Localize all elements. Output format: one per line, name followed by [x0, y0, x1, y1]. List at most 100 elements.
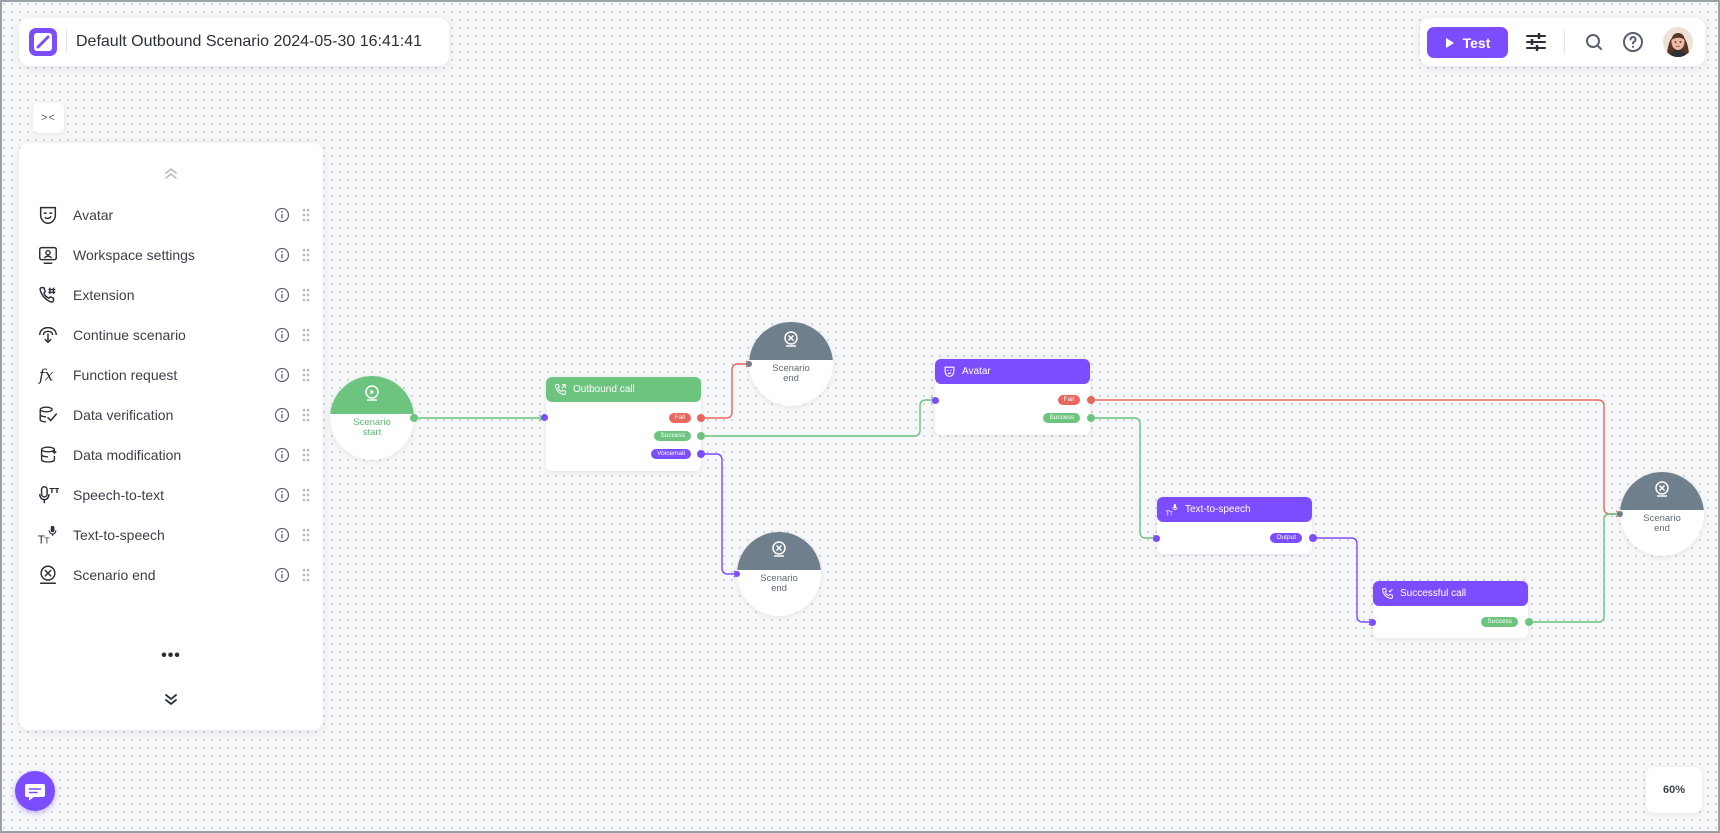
port-voicemail[interactable]: Voicemail: [651, 449, 691, 459]
port-success[interactable]: Success: [1043, 413, 1080, 423]
info-icon[interactable]: [274, 407, 290, 423]
help-icon[interactable]: [1621, 30, 1645, 54]
input-port-dot[interactable]: [746, 361, 752, 367]
more-components-button[interactable]: •••: [161, 647, 181, 664]
svg-text:T: T: [43, 535, 50, 545]
output-port-dot[interactable]: [1525, 618, 1533, 626]
output-port-dot[interactable]: [1087, 414, 1095, 422]
output-port-dot[interactable]: [1087, 396, 1095, 404]
sidebar-item-label: Avatar: [73, 207, 114, 223]
test-button[interactable]: Test: [1427, 27, 1508, 58]
port-success[interactable]: Success: [1481, 617, 1518, 627]
user-avatar[interactable]: [1663, 27, 1693, 57]
info-icon[interactable]: [274, 247, 290, 263]
node-header: Avatar: [935, 359, 1090, 384]
edge-success-to-avatar[interactable]: [701, 399, 934, 437]
node-header: [749, 322, 833, 360]
edge-fail-to-end-top[interactable]: [701, 363, 749, 419]
app-logo-icon[interactable]: [29, 28, 57, 56]
info-icon[interactable]: [274, 327, 290, 343]
info-icon[interactable]: [274, 207, 290, 223]
node-title: Avatar: [962, 366, 991, 377]
sidebar-item-avatar[interactable]: Avatar: [33, 199, 313, 231]
scenario-end-icon: [39, 565, 57, 584]
info-icon[interactable]: [274, 447, 290, 463]
output-port-dot[interactable]: [697, 414, 705, 422]
zoom-level[interactable]: 60%: [1646, 767, 1702, 813]
svg-text:T: T: [37, 533, 45, 546]
sidebar-item-data-verification[interactable]: Data verification: [33, 399, 313, 431]
sidebar-item-function-request[interactable]: fx Function request: [33, 359, 313, 391]
edge-successful-call-to-end-right[interactable]: [1529, 513, 1619, 623]
edge-voicemail-to-end-bottom[interactable]: [701, 453, 737, 575]
drag-handle-icon[interactable]: [301, 327, 311, 343]
collapse-panel-button[interactable]: ><: [33, 103, 64, 133]
top-toolbar: Test: [1420, 18, 1705, 66]
sidebar-item-workspace-settings[interactable]: Workspace settings: [33, 239, 313, 271]
components-sidebar: Avatar Workspace settings Extension Cont…: [19, 143, 323, 730]
start-icon: [365, 385, 379, 401]
settings-sliders-icon[interactable]: [1524, 30, 1548, 54]
drag-handle-icon[interactable]: [301, 527, 311, 543]
phone-success-icon: [1382, 588, 1393, 599]
info-icon[interactable]: [274, 487, 290, 503]
drag-handle-icon[interactable]: [301, 367, 311, 383]
input-port-dot[interactable]: [1369, 619, 1376, 626]
output-port-dot[interactable]: [1309, 534, 1317, 542]
scenario-title[interactable]: Default Outbound Scenario 2024-05-30 16:…: [76, 33, 423, 50]
output-port-dot[interactable]: [410, 414, 418, 422]
scroll-down-icon[interactable]: [159, 690, 183, 710]
edge-avatar-success-to-tts[interactable]: [1091, 417, 1156, 539]
drag-handle-icon[interactable]: [301, 407, 311, 423]
drag-handle-icon[interactable]: [301, 567, 311, 583]
node-header: [737, 532, 821, 570]
port-success[interactable]: Success: [654, 431, 691, 441]
input-port-dot[interactable]: [734, 571, 740, 577]
input-port-dot[interactable]: [1153, 535, 1160, 542]
sidebar-item-scenario-end[interactable]: Scenario end: [33, 559, 313, 591]
node-header: [330, 376, 414, 414]
sidebar-item-continue-scenario[interactable]: Continue scenario: [33, 319, 313, 351]
info-icon[interactable]: [274, 367, 290, 383]
info-icon[interactable]: [274, 567, 290, 583]
info-icon[interactable]: [274, 287, 290, 303]
chat-support-button[interactable]: [15, 771, 55, 811]
node-avatar[interactable]: Avatar Fail Success: [935, 359, 1090, 435]
sidebar-item-label: Data modification: [73, 447, 182, 463]
edge-tts-output-to-successful-call[interactable]: [1313, 537, 1372, 623]
sidebar-item-speech-to-text[interactable]: TT Speech-to-text: [33, 479, 313, 511]
input-port-dot[interactable]: [1617, 511, 1623, 517]
drag-handle-icon[interactable]: [301, 487, 311, 503]
port-output[interactable]: Output: [1270, 533, 1302, 543]
input-port-dot[interactable]: [932, 397, 939, 404]
node-title: Outbound call: [573, 384, 635, 395]
drag-handle-icon[interactable]: [301, 287, 311, 303]
scroll-up-icon[interactable]: [159, 163, 183, 183]
input-port-dot[interactable]: [541, 414, 548, 421]
port-fail[interactable]: Fail: [668, 413, 691, 423]
node-successful-call[interactable]: Successful call Success: [1373, 581, 1528, 638]
node-title: Text-to-speech: [1185, 504, 1251, 515]
sidebar-item-extension[interactable]: Extension: [33, 279, 313, 311]
play-icon: [1445, 37, 1454, 48]
svg-text:TT: TT: [49, 486, 59, 495]
sidebar-item-data-modification[interactable]: Data modification: [33, 439, 313, 471]
sidebar-item-label: Continue scenario: [73, 327, 186, 343]
output-port-dot[interactable]: [697, 450, 705, 458]
search-icon[interactable]: [1582, 30, 1606, 54]
node-outbound-call[interactable]: Outbound call Fail Success Voicemail: [546, 377, 701, 471]
port-fail[interactable]: Fail: [1057, 395, 1080, 405]
drag-handle-icon[interactable]: [301, 447, 311, 463]
output-port-dot[interactable]: [697, 432, 705, 440]
drag-handle-icon[interactable]: [301, 207, 311, 223]
info-icon[interactable]: [274, 527, 290, 543]
node-title: Successful call: [1400, 588, 1467, 599]
drag-handle-icon[interactable]: [301, 247, 311, 263]
